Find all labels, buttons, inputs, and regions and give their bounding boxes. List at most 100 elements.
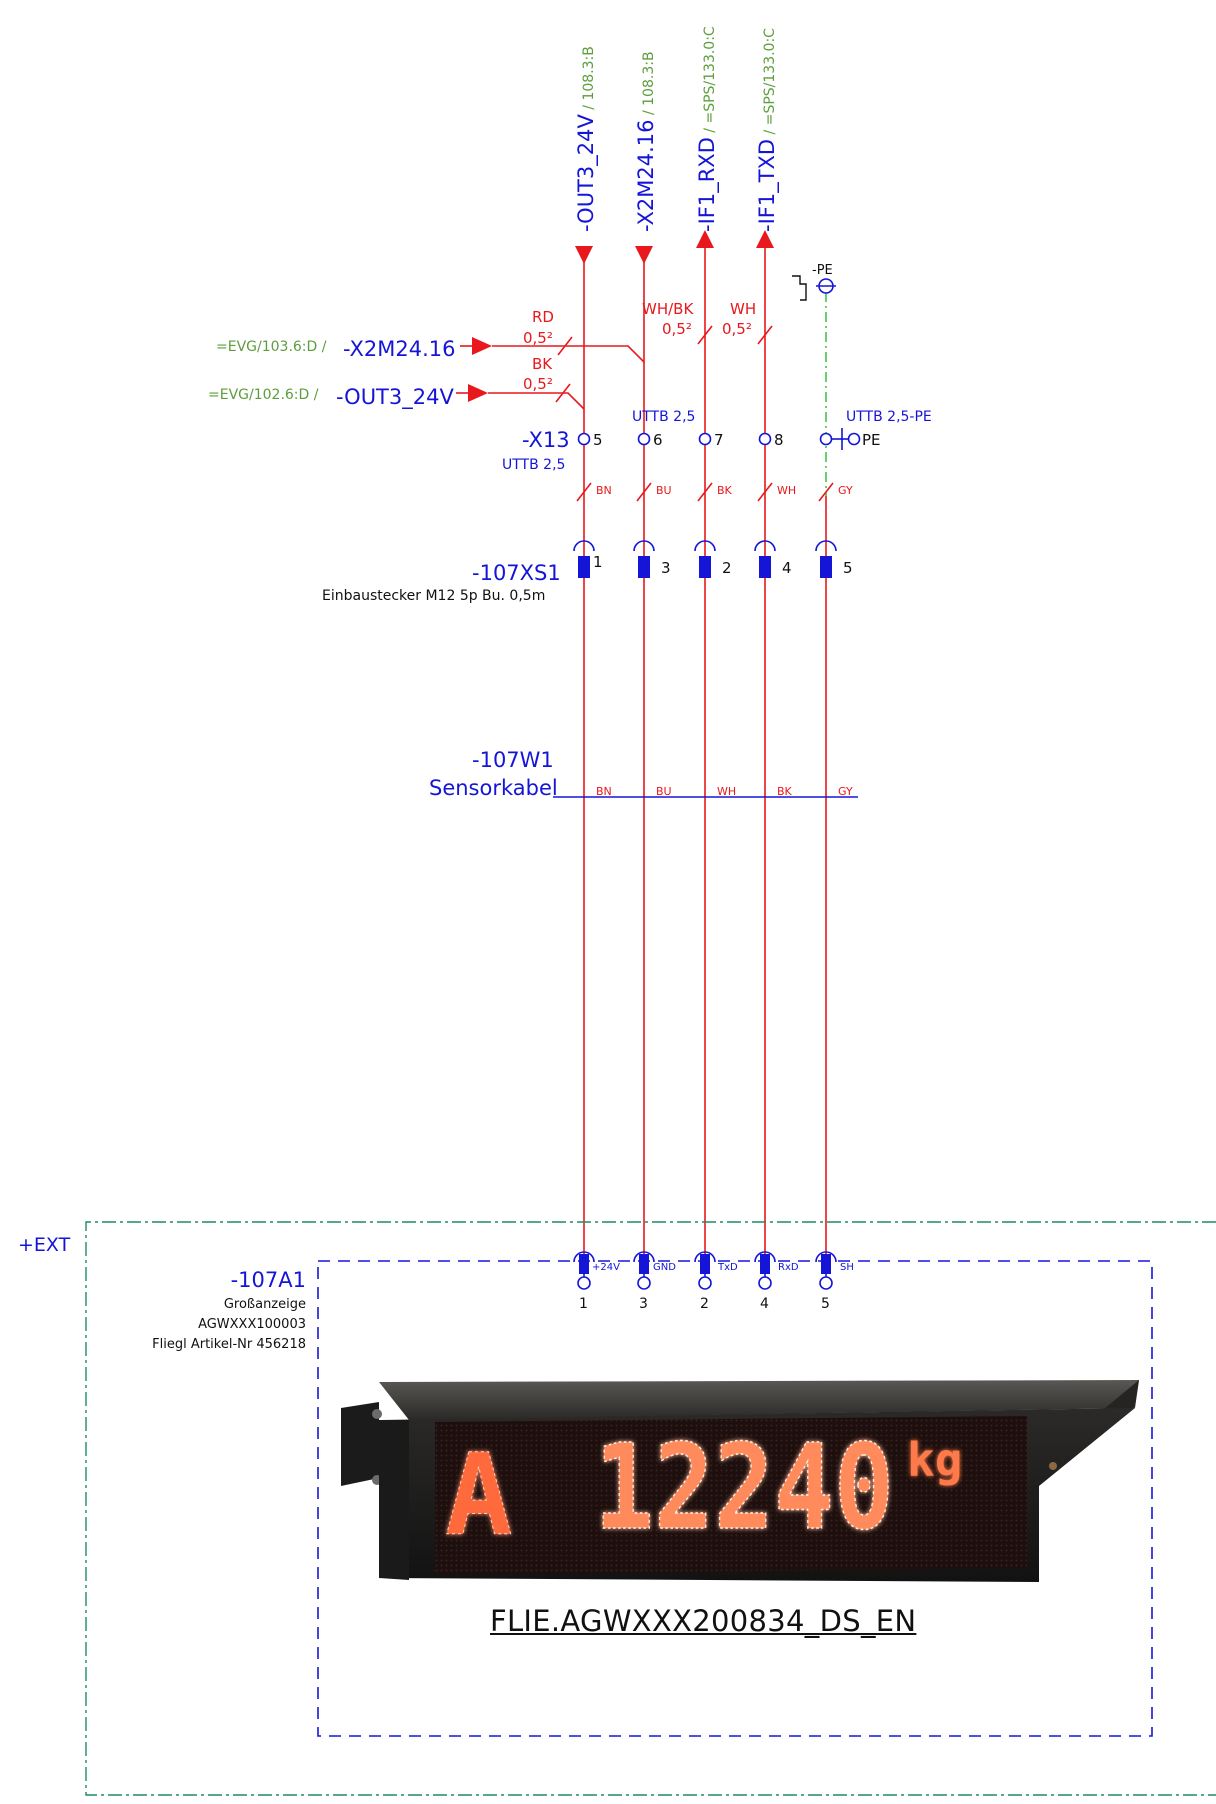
connector-name: -107XS1 [472,561,561,585]
top-wire-name: -X2M24.16 [634,119,658,232]
cable-desc: Sensorkabel [429,776,558,800]
top-label-rxd: -IF1_RXD / =SPS/133.0:C [695,26,720,232]
display-unit: kg [907,1433,962,1487]
incoming-ref: =EVG/103.6:D / [216,339,327,355]
location-label: +EXT [18,1234,71,1256]
terminal-block-name: -X13 [522,428,570,452]
top-label-txd: -IF1_TXD / =SPS/133.0:C [755,28,780,232]
cable-core: BN [596,785,612,798]
cable-core: BK [777,785,793,798]
wire-color-code: WH [730,300,756,318]
terminal-number: 8 [774,431,784,449]
top-wire-ref: / =SPS/133.0:C [762,28,778,139]
terminal-number: 7 [714,431,724,449]
core-color: GY [838,484,853,497]
svg-text:-X2M24.16 / 108.3:B: -X2M24.16 / 108.3:B [634,51,658,232]
incoming-ref: =EVG/102.6:D / [208,387,319,403]
device-pin-4-icon [754,1251,776,1290]
cores-upper: BN BU BK WH GY [576,482,853,502]
led-display-image: A 12240 kg [341,1380,1139,1582]
connector-desc: Einbaustecker M12 5p Bu. 0,5m [322,588,545,604]
terminal-7-icon [698,432,712,446]
cable-core: BU [656,785,672,798]
top-wire-name: -IF1_RXD [695,137,720,232]
connector-pin-number: 2 [722,559,732,577]
device-line2: AGWXXX100003 [198,1317,306,1332]
terminal-block-type: UTTB 2,5 [502,457,565,473]
terminal-pe2-icon [847,432,861,446]
core-color: WH [777,484,796,497]
device-pin-number: 2 [700,1296,709,1312]
device-signal: RxD [778,1262,799,1273]
device-pin-5-icon [815,1251,837,1290]
terminal-6-icon [637,432,651,446]
wire-size: 0,5² [662,320,692,338]
connector-pin-3-icon [633,540,655,578]
device-signal: +24V [592,1262,620,1273]
display-value: 12240 [594,1418,894,1556]
device-signal: GND [653,1262,676,1273]
device-pin-number: 3 [639,1296,648,1312]
arrow-out-rxd [696,230,714,248]
wire-color-code: BK [532,355,553,373]
terminal-number: 6 [653,431,663,449]
connector-pin-number: 1 [593,553,603,571]
connector-pin-number: 4 [782,559,792,577]
core-color: BN [596,484,612,497]
svg-text:-OUT3_24V / 108.3:B: -OUT3_24V / 108.3:B [574,46,599,232]
pe-symbol: -PE [792,263,836,301]
incoming-name: -X2M24.16 [343,337,456,361]
arrow-in-out3 [575,246,593,264]
arrow-in-x2m [635,246,653,264]
device-line1: Großanzeige [224,1297,306,1312]
connector-pin-2-icon [694,540,716,578]
device-name: -107A1 [231,1268,306,1292]
cable-name: -107W1 [472,748,554,772]
connector-pin-4-icon [754,540,776,578]
connector-pin-number: 3 [661,559,671,577]
connector-pin-1-icon [573,540,595,578]
datasheet-link[interactable]: FLIE.AGWXXX200834_DS_EN [490,1604,917,1638]
device-pin-number: 5 [821,1296,830,1312]
terminal-8-icon [758,432,772,446]
terminal-block-x13: -X13 UTTB 2,5 UTTB 2,5 UTTB 2,5-PE 5 6 7… [502,409,932,473]
device-pins: +24V GND TxD RxD SH 1 3 2 4 5 [573,1251,854,1312]
terminal-pe-label: PE [862,431,881,449]
wire-color-code: RD [532,308,554,326]
svg-text:-IF1_TXD / =SPS/133.0:C: -IF1_TXD / =SPS/133.0:C [755,28,780,232]
pe-bracket-icon [792,275,807,301]
terminal-pe-type: UTTB 2,5-PE [846,409,932,425]
arrow-out-txd [756,230,774,248]
arrow-right-icon [472,337,492,355]
device-pin-number: 1 [579,1296,588,1312]
top-wire-ref: / 108.3:B [581,46,597,114]
location-frame: +EXT [18,1221,1216,1796]
incoming-name: -OUT3_24V [336,385,454,410]
device-pin-2-icon [694,1251,716,1290]
upper-wire-labels: WH/BK 0,5² WH 0,5² [642,300,773,345]
arrow-right-icon [468,384,488,402]
incoming-x2m: =EVG/103.6:D / -X2M24.16 RD 0,5² [216,308,645,363]
top-label-out3: -OUT3_24V / 108.3:B [574,46,599,232]
main-wires [583,232,827,1260]
connector-pin-number: 5 [843,559,853,577]
wire-size: 0,5² [722,320,752,338]
device-line3: Fliegl Artikel-Nr 456218 [152,1337,306,1352]
device-pin-1-icon [573,1251,595,1290]
terminal-block-type-mid: UTTB 2,5 [632,409,695,425]
connector-pin-5-icon [815,540,837,578]
core-color: BK [717,484,733,497]
terminal-5-icon [577,432,591,446]
svg-text:-IF1_RXD / =SPS/133.0:C: -IF1_RXD / =SPS/133.0:C [695,26,720,232]
top-wire-ref: / 108.3:B [641,51,657,119]
wire-size: 0,5² [523,375,553,393]
top-wire-ref: / =SPS/133.0:C [702,26,718,137]
device-pin-number: 4 [760,1296,769,1312]
device-frame [317,1260,1153,1737]
cable-core: GY [838,785,853,798]
cable-107w1: -107W1 Sensorkabel BN BU WH BK GY [429,748,858,800]
incoming-out3: =EVG/102.6:D / -OUT3_24V BK 0,5² [208,355,585,410]
display-letter: A [445,1431,512,1561]
terminal-number: 5 [593,431,603,449]
